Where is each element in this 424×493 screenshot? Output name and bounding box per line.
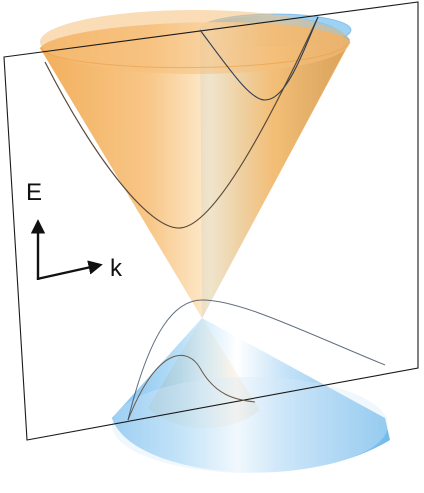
upper-hyperbola	[44, 16, 319, 229]
blue-lower-cone	[112, 318, 390, 473]
cutting-plane	[3, 1, 419, 441]
lower-hyperbola	[127, 355, 256, 421]
hyperbola-curves	[44, 16, 386, 421]
lower-hyperbola-right	[127, 299, 386, 421]
orange-upper-cone	[39, 10, 351, 318]
upper-hyperbola-back	[199, 16, 319, 101]
k-axis-arrow	[36, 260, 103, 281]
axis-indicator: E k	[26, 179, 123, 282]
k-axis-label: k	[110, 255, 123, 282]
e-axis-label: E	[26, 179, 42, 206]
